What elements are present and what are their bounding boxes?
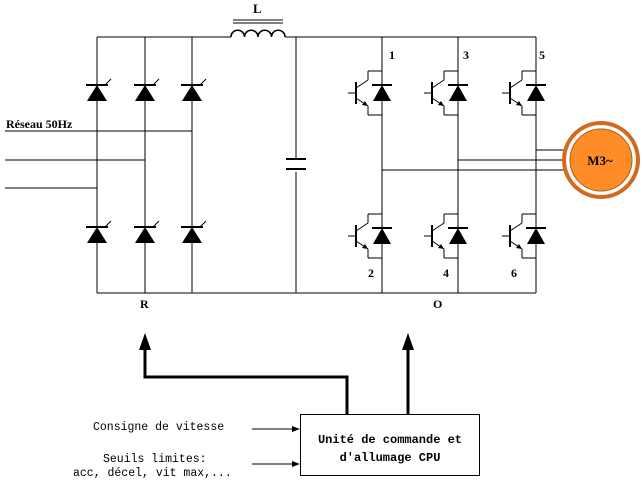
switch-number-2: 2 (368, 266, 374, 280)
thyristor (180, 78, 207, 102)
switch-number-5: 5 (539, 48, 545, 62)
switch-number-6: 6 (511, 266, 517, 280)
control-unit-box: Unité de commande et d'allumage CPU (300, 414, 480, 476)
motor-icon (562, 121, 640, 199)
limits-label-line2: acc, décel, vit max,... (73, 467, 232, 480)
switch-3 (423, 70, 469, 116)
inverter-bridge (347, 70, 547, 259)
arrow-head-rectifier (139, 333, 151, 350)
control-unit-line2: d'allumage CPU (339, 451, 441, 465)
control-unit-text: Unité de commande et d'allumage CPU (301, 431, 479, 467)
arrow-head-inverter (402, 333, 414, 350)
arrow-head-limits (292, 461, 300, 467)
thyristor (133, 78, 160, 102)
thyristor (180, 220, 207, 244)
arrow-head-setpoint (292, 426, 300, 432)
rectifier-bridge (85, 78, 207, 244)
thyristor (85, 220, 112, 244)
switch-6 (501, 213, 547, 259)
control-signal-arrows (143, 348, 410, 416)
inductor-label: L (253, 1, 262, 16)
rectifier-label: R (140, 297, 149, 311)
inductor (230, 19, 286, 38)
limits-label-line1: Seuils limites: (103, 453, 207, 466)
speed-setpoint-label: Consigne de vitesse (93, 421, 225, 434)
switch-number-4: 4 (443, 266, 449, 280)
switch-4 (423, 213, 469, 259)
wiring (5, 36, 568, 294)
switch-number-3: 3 (463, 48, 469, 62)
switch-2 (347, 213, 393, 259)
inverter-label: O (433, 297, 443, 311)
switch-5 (501, 70, 547, 116)
thyristor (133, 220, 160, 244)
switch-1 (347, 70, 393, 116)
mains-label: Réseau 50Hz (6, 117, 73, 131)
capacitor (286, 158, 306, 170)
switch-number-1: 1 (389, 48, 395, 62)
input-arrows (252, 428, 294, 465)
motor-label: M3~ (587, 153, 613, 168)
thyristor (85, 78, 112, 102)
control-unit-line1: Unité de commande et (317, 433, 463, 447)
